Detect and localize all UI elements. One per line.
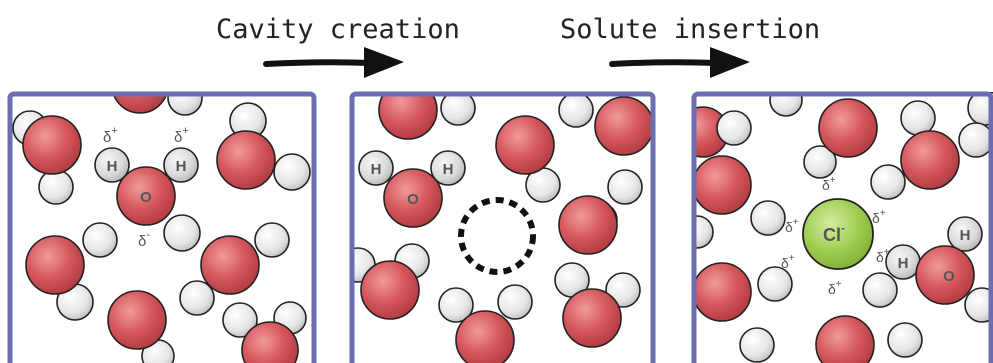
- solute-insertion-label: Solute insertion: [560, 14, 820, 45]
- hydrogen-label: H: [898, 255, 909, 272]
- water-molecules: [692, 92, 993, 363]
- insertion-arrow: [609, 47, 750, 78]
- partial-positive-charge: δ+: [174, 125, 189, 146]
- hydrogen-label: H: [443, 161, 454, 178]
- cavity-outline: [458, 197, 536, 275]
- panel-solute-frame: [691, 91, 993, 363]
- panel-solute: Cl- H H O δ+ δ+ δ+ δ+ δ+ δ+: [692, 92, 993, 363]
- partial-positive-charge: δ+: [872, 208, 886, 226]
- partial-positive-charge: δ+: [785, 217, 799, 235]
- water-molecules: [350, 92, 654, 363]
- panel-pure-water-frame: [7, 91, 317, 363]
- oxygen-label: O: [407, 191, 419, 208]
- hydrogen-label: H: [176, 158, 187, 175]
- panel-pure-water: H H O δ+ δ+ δ-: [12, 92, 311, 363]
- partial-positive-charge: δ+: [828, 279, 842, 297]
- partial-negative-charge: δ-: [138, 229, 150, 250]
- hydrogen-label: H: [107, 158, 118, 175]
- partial-positive-charge: δ+: [781, 253, 795, 271]
- oriented-water-molecule: H H O: [885, 216, 983, 305]
- panel-cavity-frame: [349, 91, 656, 363]
- partial-positive-charge: δ+: [103, 125, 118, 146]
- oxygen-label: O: [140, 189, 152, 206]
- highlighted-water-molecule: H H O: [358, 150, 466, 228]
- highlighted-water-molecule: H H O δ+ δ+ δ-: [94, 125, 199, 250]
- water-molecules: [12, 92, 311, 363]
- cavity-arrow: [263, 47, 404, 78]
- chloride-ion: Cl-: [802, 198, 874, 270]
- cavity-creation-label: Cavity creation: [216, 14, 460, 45]
- chloride-partial-charges: δ+ δ+ δ+ δ+ δ+ δ+: [781, 175, 890, 297]
- partial-positive-charge: δ+: [822, 175, 836, 193]
- panel-cavity: H H O: [350, 92, 654, 363]
- hydrogen-label: H: [960, 227, 971, 244]
- chloride-label: Cl-: [823, 221, 845, 245]
- oxygen-label: O: [943, 268, 955, 285]
- partial-positive-charge: δ+: [876, 247, 890, 265]
- hydrogen-label: H: [371, 161, 382, 178]
